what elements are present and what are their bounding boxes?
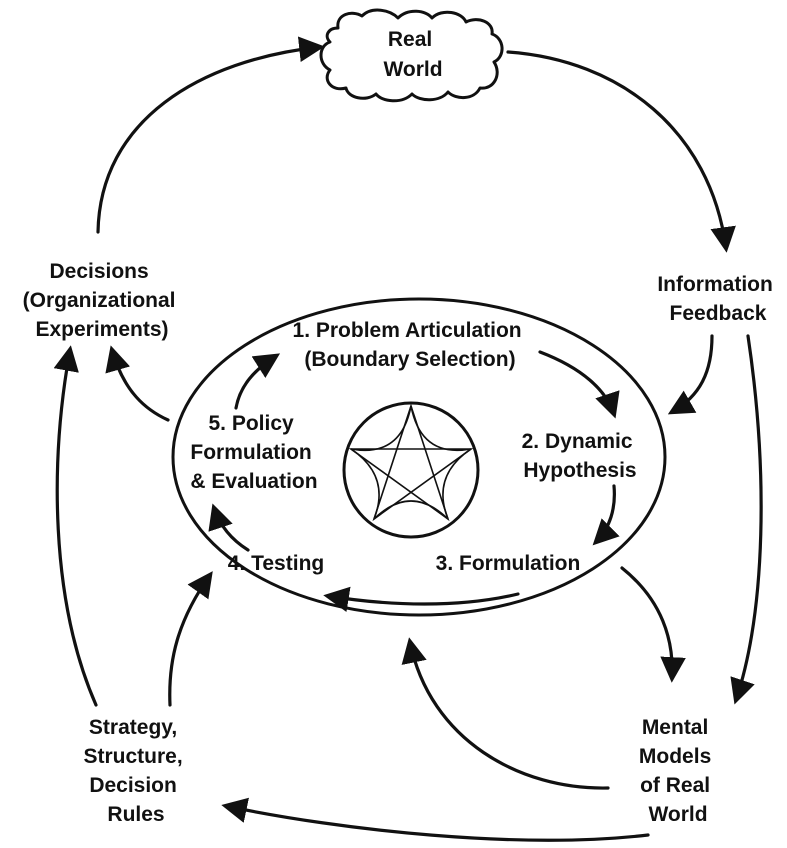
step5-policy-formulation-label: 5. Policy Formulation & Evaluation <box>190 412 317 493</box>
arrow-strategy-to-testing <box>168 571 213 707</box>
arrow-formulation-to-mental-models <box>620 566 686 683</box>
information-feedback-label: Information Feedback <box>657 273 778 325</box>
step2-dynamic-hypothesis-label: 2. Dynamic Hypothesis <box>522 430 639 482</box>
arrow-real-world-to-information-feedback <box>506 50 736 253</box>
arrow-step1-to-step2 <box>538 350 620 419</box>
arrow-step2-to-step3 <box>592 484 620 546</box>
arrow-step4-to-step5 <box>208 503 250 552</box>
arrow-step3-to-step4 <box>323 586 520 612</box>
arrow-information-feedback-to-mental-models <box>730 334 763 705</box>
strategy-structure-rules-label: Strategy, Structure, Decision Rules <box>83 716 188 826</box>
step3-formulation-label: 3. Formulation <box>436 552 581 575</box>
arrow-mental-models-to-strategy <box>221 797 650 842</box>
arrow-decisions-to-real-world <box>96 36 325 234</box>
arrow-mental-models-to-testing-loop <box>401 637 610 790</box>
arrow-information-feedback-to-dynamic-hypothesis <box>667 334 714 415</box>
real-world-label: Real World <box>383 28 442 81</box>
modeling-process-ellipse <box>171 297 667 617</box>
arrow-step5-to-step1 <box>234 353 281 410</box>
step4-testing-label: 4. Testing <box>228 552 324 575</box>
feedback-star-emblem <box>342 401 480 539</box>
step1-problem-articulation-label: 1. Problem Articulation (Boundary Select… <box>293 319 528 371</box>
mental-models-label: Mental Models of Real World <box>639 716 717 826</box>
arrow-policy-to-decisions <box>105 345 170 422</box>
decisions-label: Decisions (Organizational Experiments) <box>23 260 182 341</box>
real-world-cloud <box>319 8 504 103</box>
arrow-strategy-to-decisions <box>53 345 98 707</box>
